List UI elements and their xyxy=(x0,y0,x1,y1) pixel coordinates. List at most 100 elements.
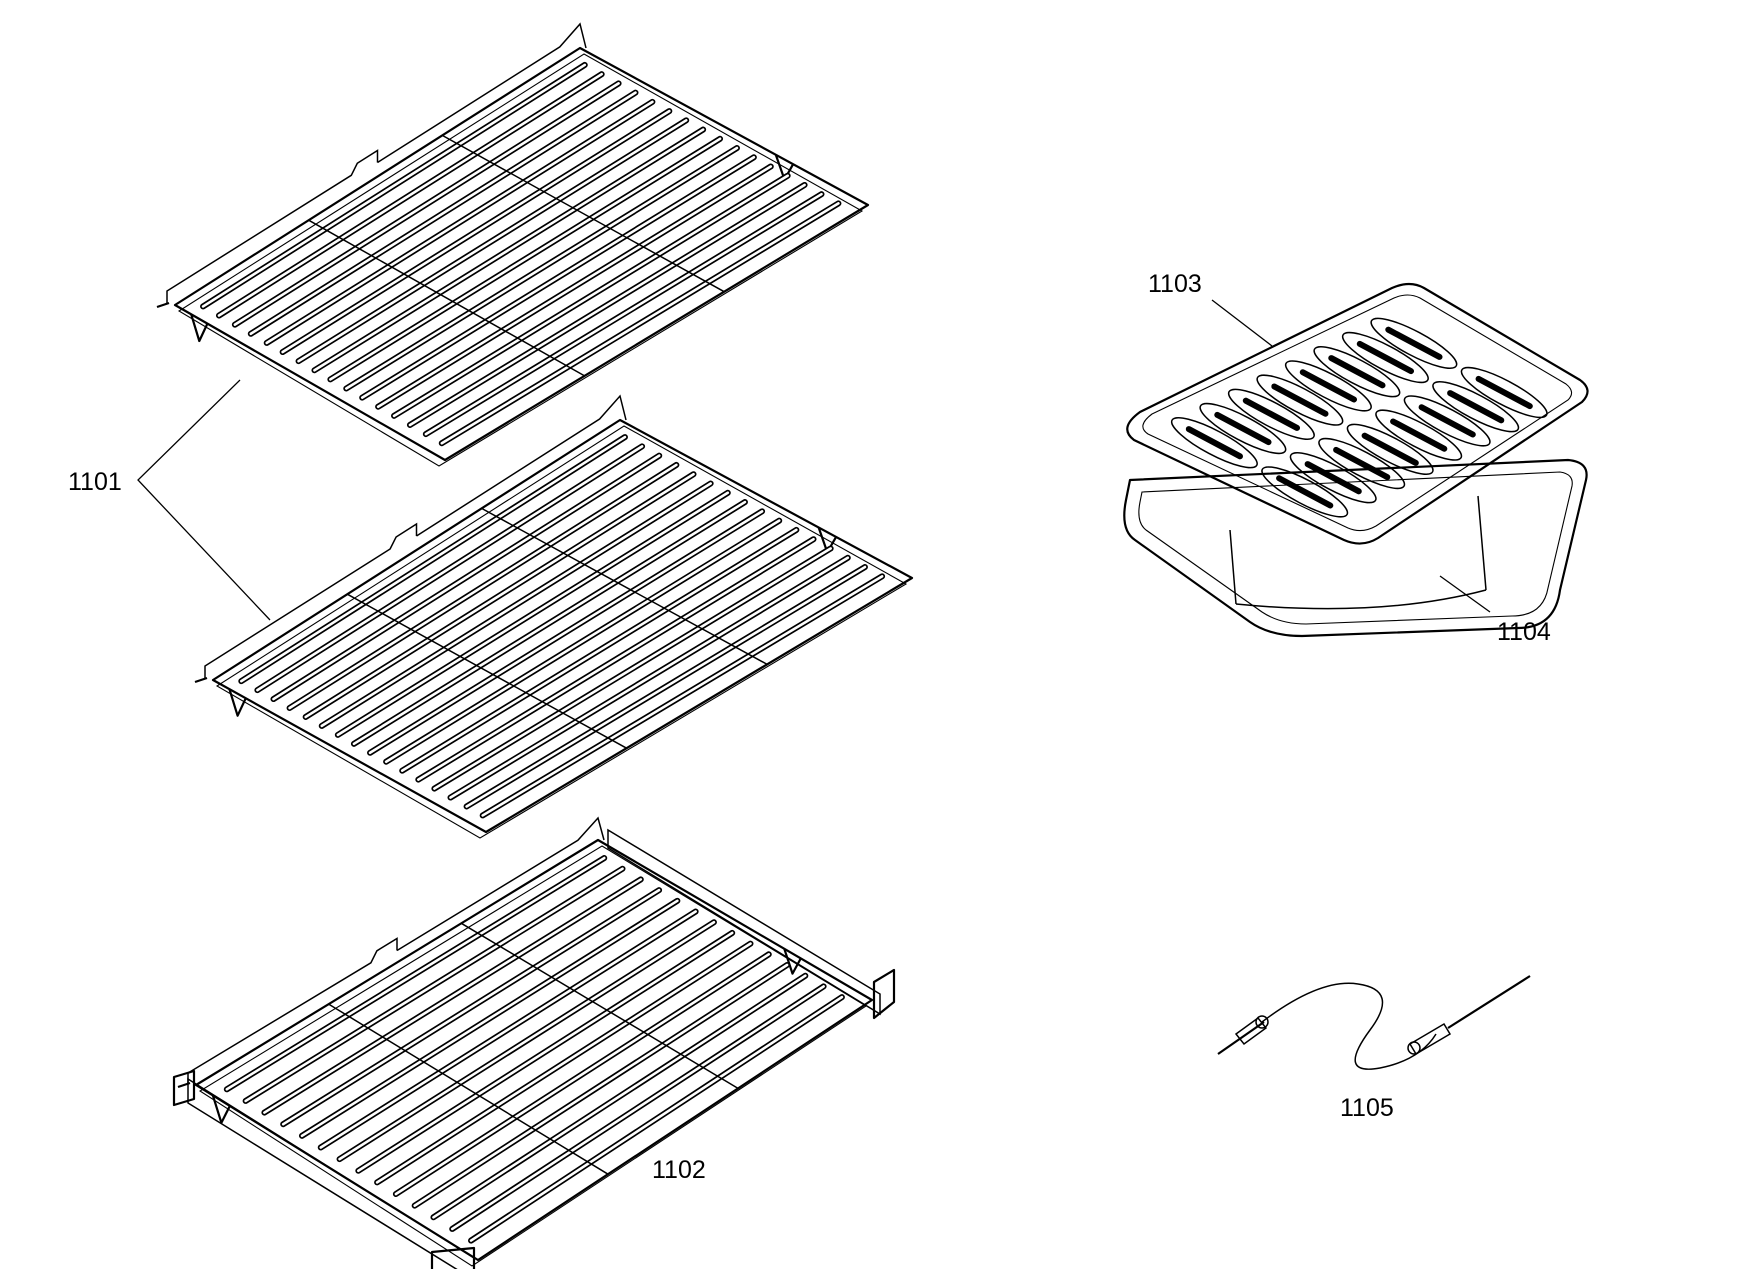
telescopic-rack-rod-highlight xyxy=(319,910,697,1149)
oven-rack-upper-support-wire-1 xyxy=(308,219,585,377)
probe-plug-pin xyxy=(1217,1021,1265,1055)
oven-rack-lower-side-rail-rear xyxy=(416,394,627,537)
meat-probe xyxy=(1217,975,1531,1070)
telescopic-rack-support-wire-1 xyxy=(328,1003,609,1175)
oven-rack-upper-rod-highlight xyxy=(392,174,789,418)
broil-grid-slot xyxy=(1375,409,1463,461)
part-label-1105: 1105 xyxy=(1340,1094,1394,1122)
oven-rack-lower-rod-highlight xyxy=(417,537,815,781)
oven-rack-upper-support-wire-2 xyxy=(441,134,725,293)
telescopic-rack-rod-highlight xyxy=(432,974,807,1219)
probe-handle xyxy=(1408,1022,1452,1056)
oven-rack-upper-rod-highlight xyxy=(201,63,587,308)
oven-rack-upper-rod-highlight xyxy=(424,192,823,436)
telescopic-rack-slide-bracket-front xyxy=(430,1246,476,1269)
oven-rack-upper-rod-highlight xyxy=(360,155,756,399)
oven-rack-lower-rod-highlight xyxy=(272,454,661,701)
telescopic-rack-rod-highlight xyxy=(281,888,661,1126)
telescopic-rack-rod-highlight xyxy=(450,985,825,1231)
probe-plug-body xyxy=(1234,1016,1268,1046)
oven-rack-lower-rod-highlight xyxy=(368,510,764,755)
broil-grid-rim-inner xyxy=(1142,294,1573,532)
telescopic-rack-side-rail xyxy=(187,937,398,1083)
oven-rack-upper-frame-inner xyxy=(177,53,864,467)
oven-rack-lower-rod-highlight xyxy=(304,472,695,719)
oven-rack-upper-rod-highlight xyxy=(313,128,705,372)
telescopic-rack-rod-highlight xyxy=(375,942,752,1184)
telescopic-rack-rod-highlight xyxy=(469,995,844,1242)
part-label-1103: 1103 xyxy=(1148,270,1202,298)
oven-rack-lower-rod-highlight xyxy=(481,575,884,817)
telescopic-rack-slide-bracket-left xyxy=(172,1069,196,1107)
broil-pan-rim xyxy=(1123,458,1588,638)
broil-grid-slot xyxy=(1346,423,1434,475)
oven-rack-upper-rod-highlight xyxy=(249,91,637,336)
broil-grid-slot xyxy=(1227,388,1315,440)
telescopic-rack-slide-front xyxy=(187,1077,475,1269)
part-label-1104: 1104 xyxy=(1497,618,1551,646)
oven-rack-lower-stop-notch xyxy=(228,688,247,717)
broil-grid-slot xyxy=(1313,346,1401,398)
oven-rack-lower-frame xyxy=(211,418,914,834)
oven-rack-upper-rod-highlight xyxy=(329,137,722,381)
oven-rack-lower-rod-highlight xyxy=(240,435,627,683)
oven-rack-lower-rod-highlight xyxy=(256,445,644,692)
probe-collar xyxy=(1407,1041,1421,1055)
oven-rack-upper xyxy=(156,22,870,467)
probe-plug-collar xyxy=(1255,1015,1269,1029)
broil-grid-slot xyxy=(1460,366,1548,419)
broil-grid-slot xyxy=(1370,317,1458,369)
oven-rack-lower-rod-highlight xyxy=(288,463,678,710)
telescopic-rack xyxy=(172,816,896,1269)
oven-rack-lower-support-wire-2 xyxy=(481,507,768,666)
broil-grid-slot xyxy=(1341,331,1429,384)
broil-grid-slot xyxy=(1256,374,1344,426)
broil-grid-slot xyxy=(1403,395,1491,447)
telescopic-rack-rod-highlight xyxy=(244,867,624,1103)
oven-rack-lower-rod-highlight xyxy=(433,547,832,790)
telescopic-rack-rod-highlight xyxy=(413,963,789,1207)
probe-cable xyxy=(1261,982,1437,1070)
oven-rack-upper-side-rail-rear xyxy=(377,22,587,164)
oven-rack-lower-side-rail xyxy=(204,522,418,678)
telescopic-rack-rod-highlight xyxy=(225,856,606,1091)
probe-needle xyxy=(1447,975,1531,1029)
oven-rack-upper-hook xyxy=(156,301,170,309)
part-label-1101: 1101 xyxy=(68,468,122,496)
broil-pan-assembly xyxy=(1123,282,1589,638)
telescopic-rack-slide-bracket-right xyxy=(872,968,896,1020)
broil-grid-slot xyxy=(1432,381,1520,433)
oven-rack-upper-side-rail xyxy=(166,149,379,303)
oven-rack-upper-rod-highlight xyxy=(376,165,773,409)
telescopic-rack-rod-highlight xyxy=(357,931,734,1173)
telescopic-rack-rod-highlight xyxy=(394,953,771,1196)
broil-grid-rim xyxy=(1126,282,1589,545)
oven-rack-lower-rod-highlight xyxy=(320,482,712,728)
telescopic-rack-rod-highlight xyxy=(338,920,716,1161)
oven-rack-upper-rod-highlight xyxy=(408,183,806,427)
oven-rack-lower-rod-highlight xyxy=(465,565,867,808)
telescopic-rack-frame xyxy=(194,838,874,1262)
broil-pan-rim-inner xyxy=(1138,471,1573,625)
broil-pan-bottom xyxy=(1235,589,1487,610)
broil-grid-slot xyxy=(1261,466,1349,518)
oven-rack-upper-rod-highlight xyxy=(217,72,603,317)
broil-grid-slot xyxy=(1170,417,1258,469)
oven-rack-lower-rod-highlight xyxy=(384,519,781,764)
oven-rack-lower-frame-inner xyxy=(215,425,908,839)
oven-rack-upper-rod-highlight xyxy=(265,100,654,345)
oven-rack-upper-rod-highlight xyxy=(297,119,688,363)
leader-1101 xyxy=(137,379,271,621)
leader-lines xyxy=(137,299,1491,621)
telescopic-rack-support-wire-2 xyxy=(460,922,739,1090)
broil-grid-slot xyxy=(1318,437,1406,490)
oven-rack-upper-rod-highlight xyxy=(344,146,739,390)
oven-rack-lower-rod-highlight xyxy=(449,556,850,799)
broil-grid-slot xyxy=(1289,452,1377,504)
broil-pan-wall xyxy=(1477,495,1487,591)
oven-rack-upper-stop-notch xyxy=(190,313,209,343)
oven-rack-lower-rod-highlight xyxy=(336,491,730,737)
broil-pan-wall xyxy=(1229,529,1237,605)
telescopic-rack-frame-inner xyxy=(198,845,868,1267)
